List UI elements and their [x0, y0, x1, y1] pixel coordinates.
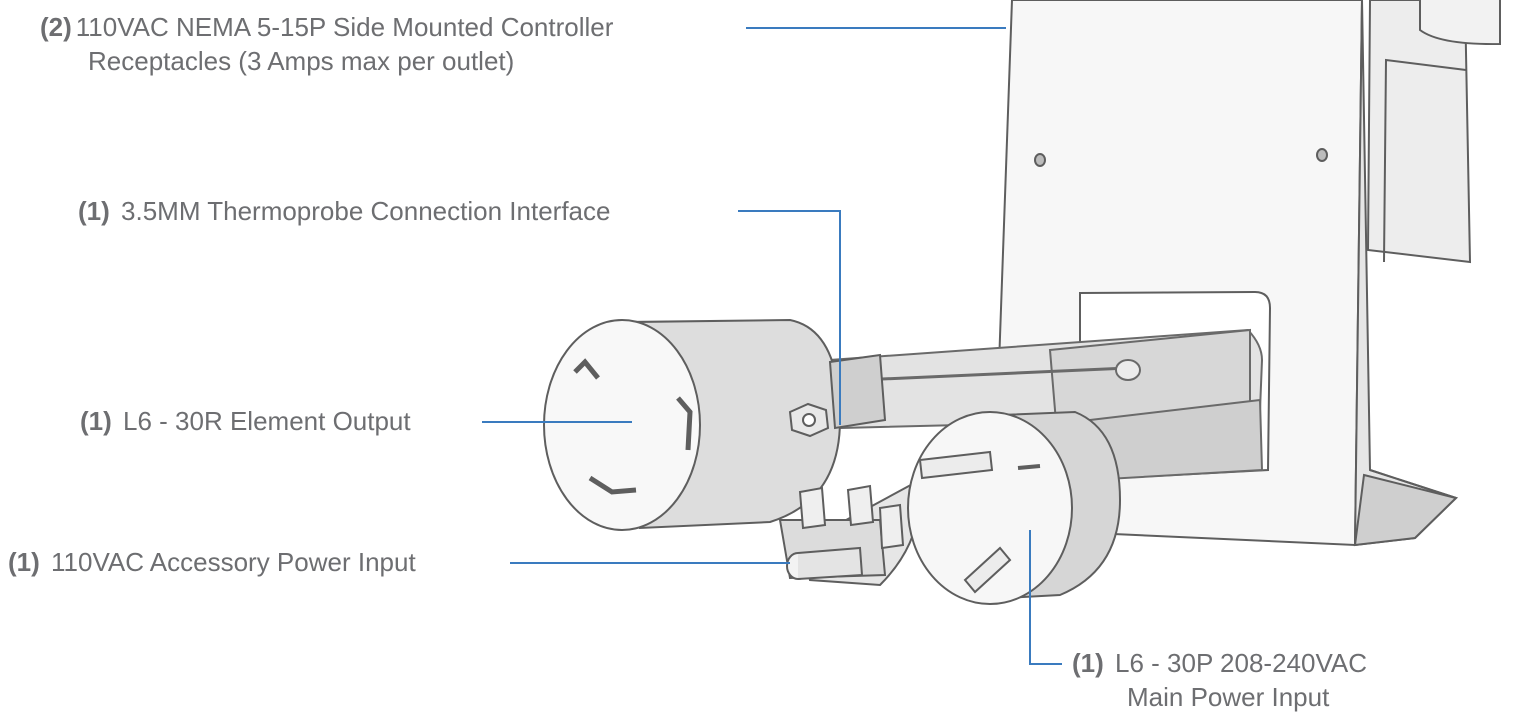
callout-text: 110VAC Accessory Power Input [51, 547, 416, 577]
callout-main-power: (1) L6 - 30P 208-240VAC Main Power Input [1072, 646, 1367, 714]
callout-accessory-power: (1) 110VAC Accessory Power Input [8, 545, 416, 579]
callout-text: L6 - 30R Element Output [123, 406, 411, 436]
callout-text-line2: Receptacles (3 Amps max per outlet) [88, 46, 515, 76]
callout-text-line2: Main Power Input [1127, 682, 1330, 712]
callout-quantity: (2) [40, 12, 72, 42]
callout-quantity: (1) [8, 547, 40, 577]
callout-text: 3.5MM Thermoprobe Connection Interface [121, 196, 611, 226]
callout-element-output: (1) L6 - 30R Element Output [80, 404, 411, 438]
main-power-plug [907, 410, 1122, 605]
callout-text: L6 - 30P 208-240VAC [1115, 648, 1368, 678]
callout-text: 110VAC NEMA 5-15P Side Mounted Controlle… [75, 12, 614, 42]
callout-quantity: (1) [1072, 648, 1104, 678]
callout-quantity: (1) [80, 406, 112, 436]
callout-thermoprobe: (1) 3.5MM Thermoprobe Connection Interfa… [78, 194, 610, 228]
controller-illustration [482, 0, 1501, 665]
accessory-power-plug [778, 478, 922, 587]
leader-lines [482, 27, 1062, 665]
leader-main-power [1029, 530, 1062, 665]
leader-thermoprobe [738, 210, 841, 425]
callout-quantity: (1) [78, 196, 110, 226]
callout-side-receptacles: (2)110VAC NEMA 5-15P Side Mounted Contro… [40, 10, 613, 78]
element-output-connector [543, 318, 887, 531]
